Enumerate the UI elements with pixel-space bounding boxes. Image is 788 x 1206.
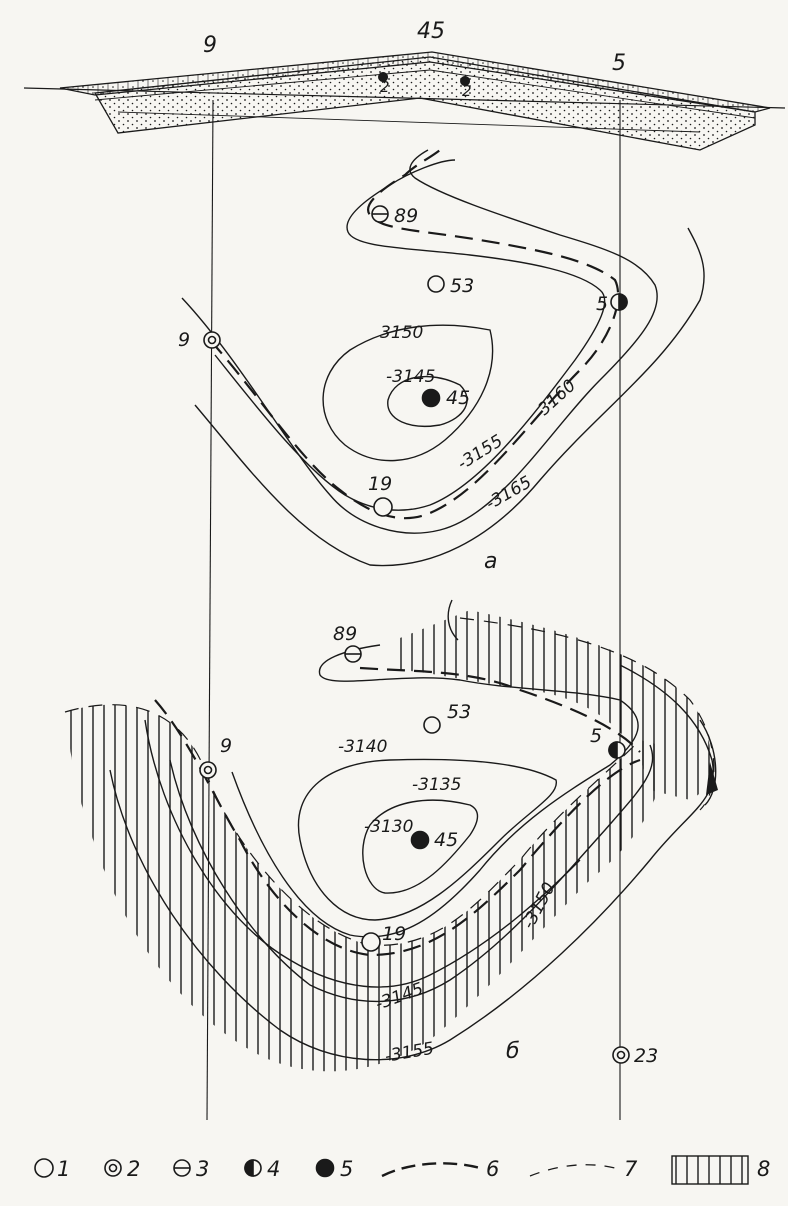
legend-symbol-1 <box>34 1158 54 1178</box>
profile-label-5: 5 <box>612 51 626 76</box>
legend-symbol-7 <box>529 1164 616 1177</box>
well-19-marker <box>361 932 381 952</box>
profile-upper-layer <box>59 51 771 113</box>
contour-line <box>322 324 494 462</box>
profile-section-label: 2 <box>462 82 472 100</box>
well-label: 89 <box>333 623 357 645</box>
contour-line <box>144 719 581 988</box>
small-dark-wedge <box>706 762 718 795</box>
panel-b-wells <box>199 645 630 1064</box>
contour-line <box>214 159 606 511</box>
contour-label: -3160 <box>530 376 580 424</box>
well-45-marker <box>410 830 430 850</box>
well-19-marker <box>373 497 393 517</box>
profile-inner-line <box>117 111 701 133</box>
panel-a-sublabel: a <box>484 549 497 574</box>
contour-line <box>181 149 658 534</box>
contour-line <box>447 599 459 641</box>
contour-label: -3145 <box>386 367 435 387</box>
contour-label: -3155 <box>454 431 506 474</box>
contour-line <box>297 758 557 921</box>
legend-labels: 1 2 3 4 5 6 7 8 <box>57 1157 770 1181</box>
well-label: 45 <box>446 387 470 409</box>
well-label: 23 <box>634 1045 658 1067</box>
profile-layer-boundary-2 <box>429 69 756 119</box>
contour-line <box>194 227 705 567</box>
well-9-marker <box>199 761 217 779</box>
profile-layer-boundary <box>94 69 431 101</box>
legend-symbol-3 <box>173 1159 191 1177</box>
well-45-marker <box>421 388 441 408</box>
well-label: 53 <box>447 701 471 723</box>
legend-symbol-6 <box>381 1162 481 1178</box>
well-23-marker <box>612 1046 630 1064</box>
well-label: 9 <box>220 735 232 757</box>
well-label: 89 <box>394 205 418 227</box>
contour-label: 3150 <box>380 323 423 343</box>
panel-a-contour-map <box>181 149 705 567</box>
legend-label: 2 <box>127 1157 140 1181</box>
well-89-marker <box>371 205 389 223</box>
legend-label: 8 <box>757 1157 770 1181</box>
legend-label: 5 <box>340 1157 353 1181</box>
boundary-dashed-line <box>209 149 620 520</box>
cross-section-profile: 2 2 9 45 5 <box>23 19 786 151</box>
well-label: 53 <box>450 275 474 297</box>
legend-label: 7 <box>624 1157 638 1181</box>
profile-surface-line <box>23 87 786 109</box>
profile-section-well-marker <box>378 72 389 82</box>
legend-label: 4 <box>267 1157 280 1181</box>
contour-line <box>387 375 468 427</box>
contour-label: -3135 <box>412 775 461 795</box>
boundary-dashed-line <box>154 699 641 957</box>
legend <box>34 1155 749 1185</box>
well-label: 45 <box>434 829 458 851</box>
well-5-marker <box>608 741 626 759</box>
legend-symbol-8 <box>671 1155 749 1185</box>
profile-section-label: 2 <box>380 78 390 96</box>
profile-section-well-marker <box>460 76 471 86</box>
panel-b-sublabel: б <box>506 1039 520 1064</box>
well-89-marker <box>344 645 362 663</box>
well-5-marker <box>610 293 628 311</box>
contour-label: -3165 <box>483 472 536 514</box>
profile-label-9: 9 <box>203 33 217 58</box>
boundary-dashed-thin <box>459 617 715 811</box>
legend-symbol-5 <box>315 1158 335 1178</box>
well-label: 5 <box>590 725 602 747</box>
well-9-marker <box>203 331 221 349</box>
contour-line <box>169 744 654 1003</box>
contour-line <box>362 799 479 894</box>
well-label: 19 <box>382 923 406 945</box>
panel-b-contour-map <box>64 599 717 1061</box>
well-label: 9 <box>178 329 190 351</box>
contour-label: -3140 <box>338 737 387 757</box>
contour-line <box>109 664 714 1061</box>
well-53-marker <box>423 716 441 734</box>
well-label: 5 <box>596 293 608 315</box>
legend-symbol-4 <box>244 1159 262 1177</box>
well-53-marker <box>427 275 445 293</box>
legend-label: 6 <box>486 1157 499 1181</box>
panel-a-wells <box>203 205 628 517</box>
legend-label: 1 <box>57 1157 70 1181</box>
contour-label: -3130 <box>364 817 413 837</box>
contour-line <box>699 719 717 806</box>
legend-label: 3 <box>196 1157 209 1181</box>
boundary-dashed-line <box>359 666 641 753</box>
well-label: 19 <box>368 473 392 495</box>
legend-symbol-2 <box>104 1159 122 1177</box>
profile-label-45: 45 <box>417 19 445 44</box>
